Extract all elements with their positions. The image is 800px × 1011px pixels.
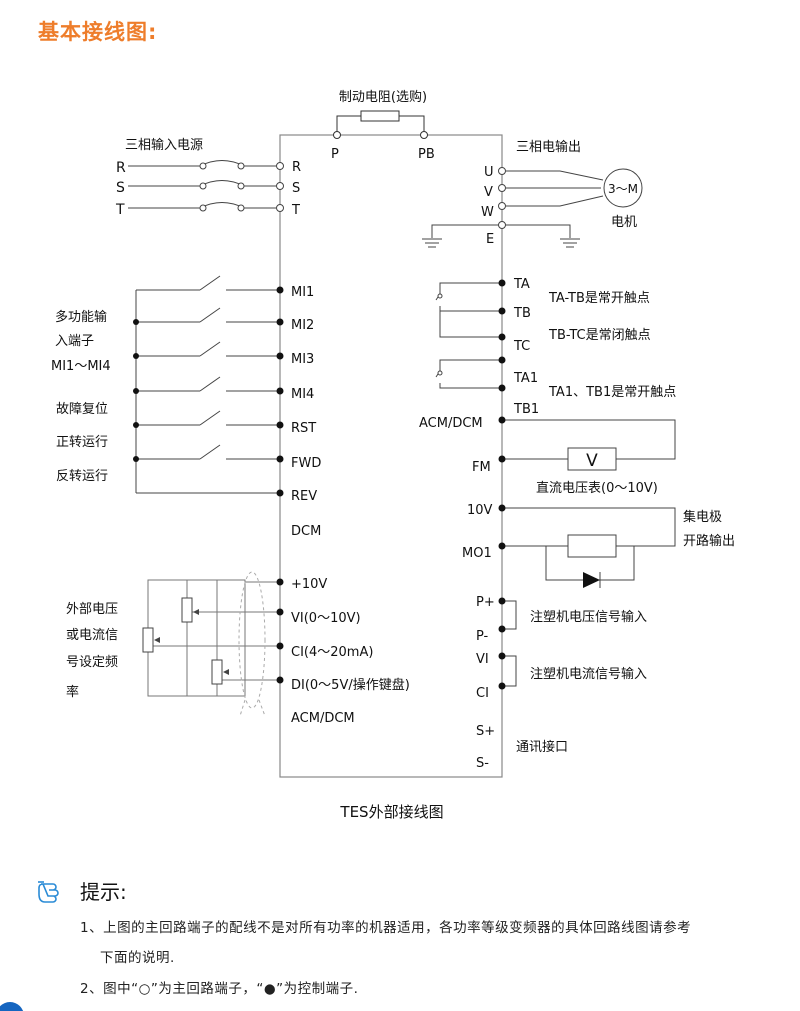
label-analog-4: 率: [66, 684, 79, 700]
relay-outputs: TA TB TC TA1 TB1 TA-TB是常开触点 TB-TC是常闭触点 T…: [435, 277, 676, 417]
terminal-v: V: [484, 185, 493, 200]
terminal-tc: TC: [513, 339, 530, 354]
terminal-s-minus: S-: [476, 756, 489, 771]
terminal-vi-right: VI: [476, 652, 489, 667]
terminal-ci: CI(4～20mA): [291, 645, 373, 660]
diagram-caption: TES外部接线图: [339, 803, 443, 821]
motor-symbol: 3～M: [608, 182, 638, 196]
terminal-acm-dcm-right: ACM/DCM: [419, 416, 483, 431]
terminal-mi3: MI3: [291, 352, 314, 367]
terminal-rst: RST: [291, 421, 316, 436]
terminal-di: DI(0～5V/操作键盘): [291, 677, 410, 693]
terminal-mo1: MO1: [462, 546, 492, 561]
three-phase-input: 三相输入电源 R S T R S T: [115, 137, 301, 218]
label-analog-3: 号设定频: [66, 655, 118, 670]
note-tb-tc: TB-TC是常闭触点: [548, 328, 651, 343]
terminal-plus10v: +10V: [291, 577, 327, 592]
label-multi-1: 多功能输: [55, 309, 107, 325]
terminal-s-plus: S+: [476, 724, 495, 739]
meter-symbol: V: [586, 451, 598, 471]
tip-line-2: 2、图中“○”为主回路端子，“●”为控制端子.: [80, 981, 359, 997]
label-multi-2: 入端子: [55, 334, 94, 349]
terminal-mi4: MI4: [291, 387, 314, 402]
terminal-ta1: TA1: [513, 371, 538, 386]
terminal-s: S: [292, 181, 300, 196]
terminal-mi1: MI1: [291, 285, 314, 300]
corner-marker: [0, 1002, 24, 1011]
output-title: 三相电输出: [516, 139, 581, 155]
terminal-r: R: [292, 160, 301, 175]
terminal-vi: VI(0～10V): [291, 611, 361, 626]
tip-line-1: 1、上图的主回路端子的配线不是对所有功率的机器适用，各功率等级变频器的具体回路线…: [80, 920, 692, 936]
comm-label: 通讯接口: [516, 739, 568, 755]
label-analog-2: 或电流信: [66, 628, 118, 643]
terminal-p-minus: P-: [476, 629, 489, 644]
terminal-mi2: MI2: [291, 318, 314, 333]
braking-resistor: 制动电阻(选购) P PB: [331, 89, 435, 162]
terminal-acm-dcm-left: ACM/DCM: [291, 711, 355, 726]
label-fault-reset: 故障复位: [56, 402, 108, 417]
terminal-p-plus: P+: [476, 595, 495, 610]
terminal-p: P: [331, 147, 339, 162]
label-analog-1: 外部电压: [66, 602, 118, 617]
label-injection-voltage: 注塑机电压信号输入: [530, 609, 647, 625]
motor-label: 电机: [611, 215, 637, 230]
terminal-e: E: [486, 232, 494, 247]
voltmeter-circuit: ACM/DCM FM V 直流电压表(0～10V): [419, 416, 676, 496]
injection-inputs: P+ P- VI CI 注塑机电压信号输入 注塑机电流信号输入: [476, 595, 647, 701]
terminal-10v: 10V: [467, 503, 493, 518]
motor-output: 三相电输出 U V W E 3～M 电机: [422, 139, 643, 248]
hand-pointer-icon: [38, 881, 59, 903]
note-ta-tb: TA-TB是常开触点: [548, 291, 650, 306]
terminal-w: W: [481, 205, 494, 220]
terminal-dcm: DCM: [291, 524, 321, 539]
terminal-u: U: [484, 165, 494, 180]
label-collector-1: 集电极: [683, 509, 722, 525]
comm-port: S+ S- 通讯接口: [476, 724, 568, 771]
terminal-t: T: [291, 203, 300, 218]
label-multi-3: MI1～MI4: [51, 359, 111, 374]
terminal-ta: TA: [513, 277, 530, 292]
label-reverse-run: 反转运行: [56, 469, 108, 484]
terminal-ci-right: CI: [476, 686, 489, 701]
terminal-rev: REV: [291, 489, 317, 504]
terminal-tb: TB: [513, 306, 531, 321]
terminal-fm: FM: [472, 460, 491, 475]
phase-r-label: R: [116, 160, 126, 176]
input-power-title: 三相输入电源: [125, 137, 203, 153]
brake-label: 制动电阻(选购): [339, 89, 427, 105]
page-heading: 基本接线图:: [38, 20, 158, 44]
phase-t-label: T: [115, 202, 125, 218]
terminal-fwd: FWD: [291, 456, 321, 471]
digital-inputs: MI1 MI2 MI3 MI4 RST FWD REV DCM 多功能输 入端子…: [51, 275, 321, 539]
open-collector-output: 10V MO1 集电极 开路输出: [462, 503, 735, 588]
terminal-tb1: TB1: [513, 402, 539, 417]
note-ta1-tb1: TA1、TB1是常开触点: [548, 385, 676, 400]
tip-line-1-continued: 下面的说明.: [100, 950, 175, 966]
tips-title: 提示:: [80, 880, 127, 904]
label-forward-run: 正转运行: [56, 435, 108, 450]
terminal-pb: PB: [418, 147, 435, 162]
label-injection-current: 注塑机电流信号输入: [530, 666, 647, 682]
meter-label: 直流电压表(0～10V): [536, 481, 658, 496]
analog-inputs: +10V VI(0～10V) CI(4～20mA) DI(0～5V/操作键盘) …: [66, 571, 410, 726]
phase-s-label: S: [116, 180, 125, 196]
label-collector-2: 开路输出: [683, 533, 735, 549]
